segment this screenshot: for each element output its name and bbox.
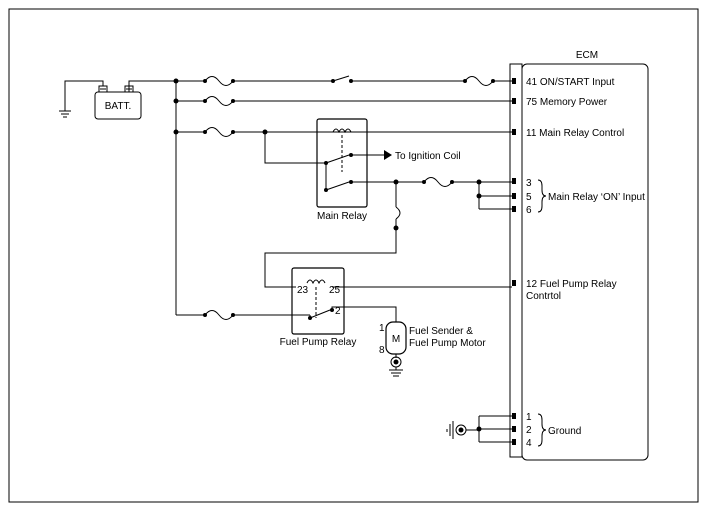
ecm-pin-markers: [512, 78, 516, 445]
relay-coil-icon: [332, 128, 352, 134]
main-relay-on-label: Main Relay ‘ON’ Input: [548, 192, 645, 203]
pin-label-ground-1: 1: [526, 412, 532, 423]
relay-coil-icon: [306, 279, 326, 285]
pin-group-brace: [537, 413, 547, 447]
fuel-pump-relay-terminal-25: 25: [329, 285, 341, 296]
pin-label-main-relay-control: 11 Main Relay Control: [526, 128, 624, 139]
motor-pin-1: 1: [379, 323, 385, 334]
relay-switch-icon: [325, 154, 350, 164]
fuel-pump-motor: M 1 8 Fuel Sender & Fuel Pump Motor: [379, 321, 486, 377]
body-ground-icon: [389, 356, 403, 377]
battery-positive-wire: [128, 80, 176, 86]
fuel-pump-relay-terminal-2: 2: [335, 306, 341, 317]
ecm-connector-strip: [509, 63, 523, 458]
main-relay-feed-circuit: [176, 127, 512, 164]
main-relay-label: Main Relay: [317, 211, 367, 222]
battery: BATT.: [94, 85, 142, 120]
ecm-title: ECM: [576, 50, 598, 61]
fuse-icon: [464, 76, 494, 86]
fuse-icon: [204, 76, 234, 86]
pin-label-fuel-pump-control-2: Contrtol: [526, 291, 561, 302]
fuel-pump-relay-terminal-23: 23: [297, 285, 309, 296]
fuel-pump-relay-label: Fuel Pump Relay: [280, 337, 357, 348]
battery-body: [94, 91, 142, 120]
memory-power-circuit: [176, 96, 512, 106]
pin-label-memory-power: 75 Memory Power: [526, 97, 608, 108]
pin-label-6: 6: [526, 205, 532, 216]
motor-label-line2: Fuel Pump Motor: [409, 338, 486, 349]
battery-negative-wire: [64, 80, 104, 111]
relay-switch-icon: [309, 309, 331, 319]
pin-group-brace: [537, 179, 547, 213]
pin-label-5: 5: [526, 192, 532, 203]
pin-label-ground-4: 4: [526, 438, 532, 449]
fuel-pump-feed-circuit: [176, 310, 311, 320]
ecm-block: ECM: [509, 50, 649, 461]
body-ground-icon: [446, 421, 467, 439]
fuel-pump-relay: 23 25 2 Fuel Pump Relay: [280, 267, 357, 348]
relay-switch-icon: [325, 181, 350, 191]
motor-pin-8: 8: [379, 345, 385, 356]
diagram-border: [8, 8, 699, 503]
chassis-ground-icon: [59, 110, 71, 118]
battery-label: BATT.: [105, 101, 131, 112]
pin-label-fuel-pump-control-1: 12 Fuel Pump Relay: [526, 279, 617, 290]
pin-label-3: 3: [526, 178, 532, 189]
ignition-coil-label: To Ignition Coil: [395, 151, 461, 162]
motor-label-line1: Fuel Sender &: [409, 326, 473, 337]
main-relay: Main Relay: [316, 118, 384, 222]
fuse-icon: [204, 127, 234, 137]
motor-symbol: M: [392, 334, 400, 345]
ecm-body: [521, 63, 649, 461]
arrow-right-icon: [384, 150, 392, 160]
main-relay-box: [316, 118, 368, 208]
fuse-icon: [204, 96, 234, 106]
fuse-icon: [204, 310, 234, 320]
fuel-pump-motor-wire: [331, 306, 397, 322]
ecm-ground-circuit: [446, 415, 512, 443]
ignition-switch-icon: [332, 75, 350, 82]
wire-crossover-icon: [395, 206, 401, 220]
pin-label-on-start: 41 ON/START Input: [526, 77, 615, 88]
main-relay-output-circuit: [264, 177, 512, 288]
ground-label: Ground: [548, 426, 581, 437]
pin-label-ground-2: 2: [526, 425, 532, 436]
fuel-pump-relay-box: [291, 267, 345, 335]
ignition-coil-output: To Ignition Coil: [384, 150, 461, 162]
fuse-icon: [423, 177, 453, 187]
on-start-circuit: [176, 75, 512, 86]
